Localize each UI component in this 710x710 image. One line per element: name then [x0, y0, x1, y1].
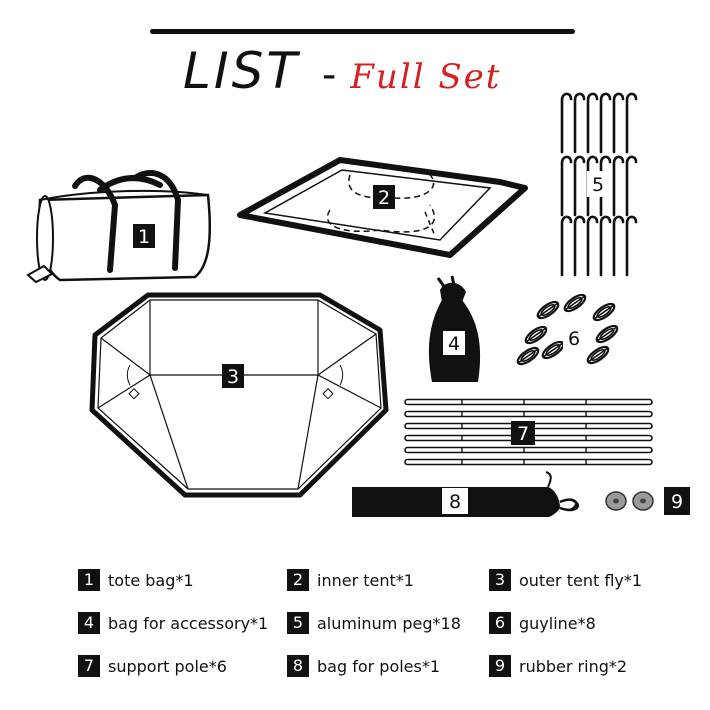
- outer-tent-fly-icon: [89, 292, 389, 498]
- peg-stake: [560, 92, 573, 154]
- legend-item-tote-bag: 1 tote bag*1: [78, 568, 194, 592]
- title-sub: Full Set: [350, 57, 502, 97]
- legend-number-badge: 4: [78, 612, 100, 634]
- guyline-coil: [524, 325, 548, 345]
- legend-label: support pole*6: [108, 656, 227, 676]
- illustration-label-6: 6: [568, 328, 580, 350]
- legend-label: outer tent fly*1: [519, 570, 643, 590]
- peg-stake: [560, 215, 573, 277]
- legend-label: rubber ring*2: [519, 656, 628, 676]
- legend-number-badge: 3: [489, 569, 511, 591]
- peg-stake: [586, 92, 599, 154]
- legend-label: tote bag*1: [108, 570, 194, 590]
- legend-label: bag for poles*1: [317, 656, 441, 676]
- legend-number-badge: 8: [287, 655, 309, 677]
- pole-rod: [404, 446, 653, 454]
- pole-rod: [404, 398, 653, 406]
- pole-rod: [404, 458, 653, 466]
- guyline-coil: [516, 346, 540, 366]
- legend-item-outer-tent-fly: 3 outer tent fly*1: [489, 568, 642, 592]
- legend-label: inner tent*1: [317, 570, 414, 590]
- title-main: LIST: [183, 42, 300, 100]
- peg-stake: [599, 92, 612, 154]
- legend-item-rubber-ring: 9 rubber ring*2: [489, 654, 627, 678]
- illustration-label-9: 9: [671, 491, 683, 513]
- pole-rod: [404, 410, 653, 418]
- peg-stake: [560, 155, 573, 217]
- illustration-label-4: 4: [448, 333, 460, 355]
- illustration-label-box: [222, 364, 244, 388]
- peg-stake: [599, 155, 612, 217]
- guyline-coil: [563, 293, 587, 313]
- illustration-label-8: 8: [449, 491, 461, 513]
- illustration-label-box: [373, 185, 395, 209]
- illustration-label-2: 2: [378, 187, 390, 209]
- illustration-label-1: 1: [138, 226, 150, 248]
- legend-number-badge: 6: [489, 612, 511, 634]
- illustration-label-box: [563, 326, 585, 350]
- rubber-ring-icon: [605, 491, 654, 511]
- guyline-coil: [595, 324, 619, 344]
- illustration-label-box: [511, 421, 535, 445]
- legend-item-inner-tent: 2 inner tent*1: [287, 568, 414, 592]
- legend-item-pole-bag: 8 bag for poles*1: [287, 654, 440, 678]
- legend-label: guyline*8: [519, 613, 596, 633]
- illustration-label-5: 5: [592, 174, 604, 196]
- legend-number-badge: 5: [287, 612, 309, 634]
- legend-item-guyline: 6 guyline*8: [489, 611, 596, 635]
- legend-number-badge: 9: [489, 655, 511, 677]
- peg-stake: [625, 155, 638, 217]
- legend-number-badge: 1: [78, 569, 100, 591]
- guyline-icon: [516, 293, 619, 366]
- legend-number-badge: 2: [287, 569, 309, 591]
- product-illustration: 1 2 5 3 4 6: [26, 92, 690, 517]
- guyline-coil: [536, 300, 560, 320]
- peg-icon: [560, 92, 638, 277]
- peg-stake: [586, 215, 599, 277]
- tote-bag-icon: [26, 170, 212, 284]
- guyline-coil: [541, 340, 565, 360]
- guyline-coil: [592, 302, 616, 322]
- peg-stake: [612, 155, 625, 217]
- legend-number-badge: 7: [78, 655, 100, 677]
- guyline-coil: [586, 345, 610, 365]
- illustration-label-3: 3: [227, 366, 239, 388]
- legend-label: aluminum peg*18: [317, 613, 461, 633]
- peg-stake: [599, 215, 612, 277]
- peg-stake: [573, 215, 586, 277]
- peg-stake: [625, 92, 638, 154]
- peg-stake: [625, 215, 638, 277]
- peg-stake: [573, 155, 586, 217]
- legend-label: bag for accessory*1: [108, 613, 269, 633]
- peg-stake: [573, 92, 586, 154]
- title-dash: -: [321, 52, 337, 98]
- illustration-label-box: [443, 331, 465, 355]
- peg-stake: [586, 155, 599, 217]
- legend-item-aluminum-peg: 5 aluminum peg*18: [287, 611, 461, 635]
- legend-item-support-pole: 7 support pole*6: [78, 654, 227, 678]
- illustration-label-box: [133, 224, 155, 248]
- illustration-label-box: [587, 171, 609, 197]
- illustration-label-box: [442, 488, 468, 514]
- top-rule: [150, 29, 575, 34]
- accessory-bag-icon: [428, 275, 481, 382]
- legend-item-accessory-bag: 4 bag for accessory*1: [78, 611, 268, 635]
- peg-stake: [612, 215, 625, 277]
- page-title: LIST-Full Set: [183, 42, 501, 102]
- illustration-label-7: 7: [517, 423, 529, 445]
- illustration-label-box: [664, 487, 690, 515]
- peg-stake: [612, 92, 625, 154]
